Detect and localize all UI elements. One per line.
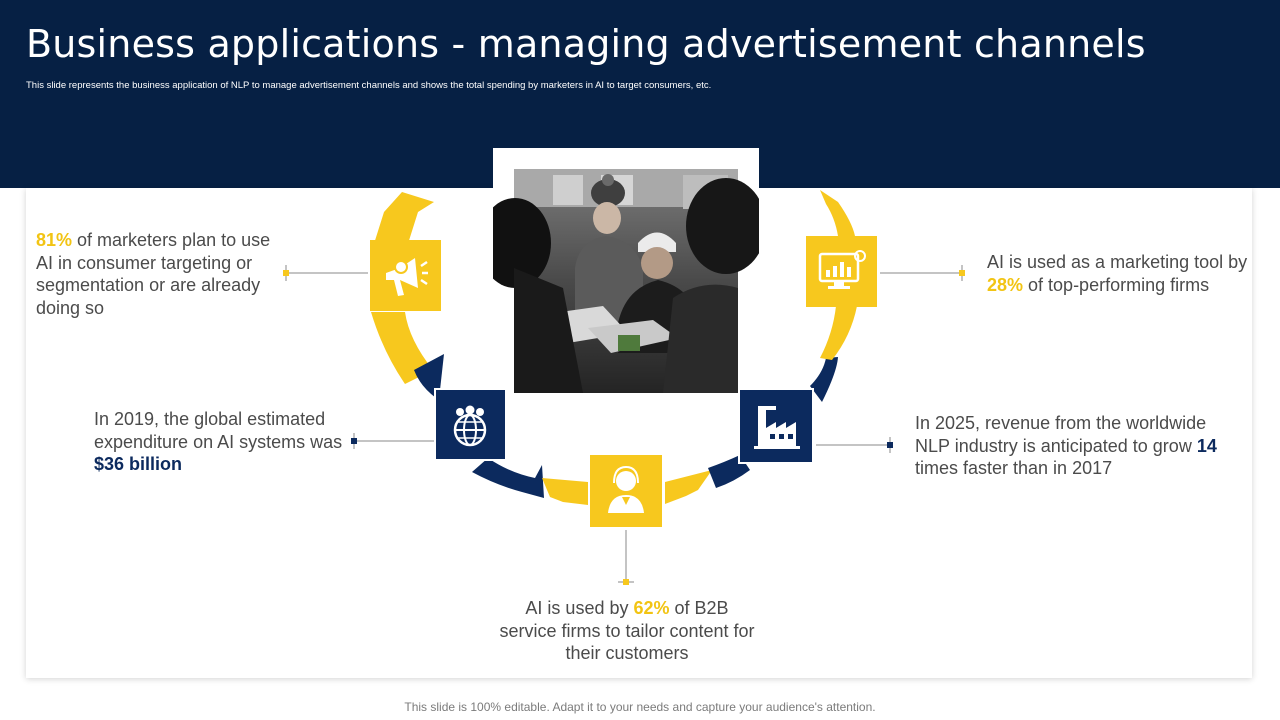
slide-title: Business applications - managing adverti…	[26, 22, 1146, 66]
footer-note: This slide is 100% editable. Adapt it to…	[404, 700, 876, 714]
fact-text: of top-performing firms	[1023, 274, 1210, 295]
team-photo	[479, 169, 766, 393]
arc-segment-top-left	[372, 192, 434, 250]
user-headset-icon	[608, 465, 644, 513]
arc-segment-top-right	[820, 190, 855, 236]
arc-segment-right-lower	[810, 357, 838, 402]
tile-factory	[738, 388, 814, 464]
arc-segment-bottom-a	[542, 478, 588, 505]
factory-icon	[754, 406, 800, 449]
arc-segment-bottom-left	[472, 458, 544, 498]
fact-text: of marketers plan to use AI in consumer …	[36, 230, 271, 318]
fact-value: $36 billion	[94, 454, 183, 474]
fact-text: In 2019, the global estimated expenditur…	[94, 409, 343, 452]
fact-text: times faster than in 2017	[915, 458, 1113, 478]
fact-value: 62%	[633, 598, 670, 618]
megaphone-icon	[386, 258, 428, 296]
globe-people-icon	[453, 405, 487, 447]
fact-text: AI is used as a marketing tool by	[987, 252, 1248, 272]
arc-segment-right-upper	[820, 306, 857, 360]
fact-marketers-targeting: 81% of marketers plan to use AI in consu…	[36, 229, 281, 319]
fact-text: In 2025, revenue from the worldwide NLP …	[915, 413, 1207, 456]
tile-megaphone	[370, 240, 441, 311]
fact-value: 28%	[987, 274, 1024, 295]
fact-nlp-revenue: In 2025, revenue from the worldwide NLP …	[915, 412, 1225, 480]
slide-subtitle: This slide represents the business appli…	[26, 80, 712, 91]
fact-b2b-firms: AI is used by 62% of B2B service firms t…	[497, 597, 757, 665]
fact-text: AI is used by	[525, 598, 634, 618]
fact-ai-expenditure: In 2019, the global estimated expenditur…	[94, 408, 344, 476]
tile-user	[590, 455, 662, 527]
photo-frame	[479, 148, 766, 410]
arc-segment-left-lower	[414, 354, 444, 398]
arc-segment-bottom-b	[665, 470, 712, 504]
tile-globe	[434, 388, 507, 461]
fact-value: 14	[1196, 435, 1217, 456]
fact-value: 81%	[36, 230, 73, 250]
tile-analytics	[806, 236, 877, 307]
analytics-monitor-icon	[818, 250, 866, 289]
fact-text: of B2B service firms to tailor content f…	[499, 598, 755, 663]
fact-marketing-tool: AI is used as a marketing tool by 28% of…	[987, 251, 1252, 296]
arc-segment-left-upper	[371, 312, 433, 384]
